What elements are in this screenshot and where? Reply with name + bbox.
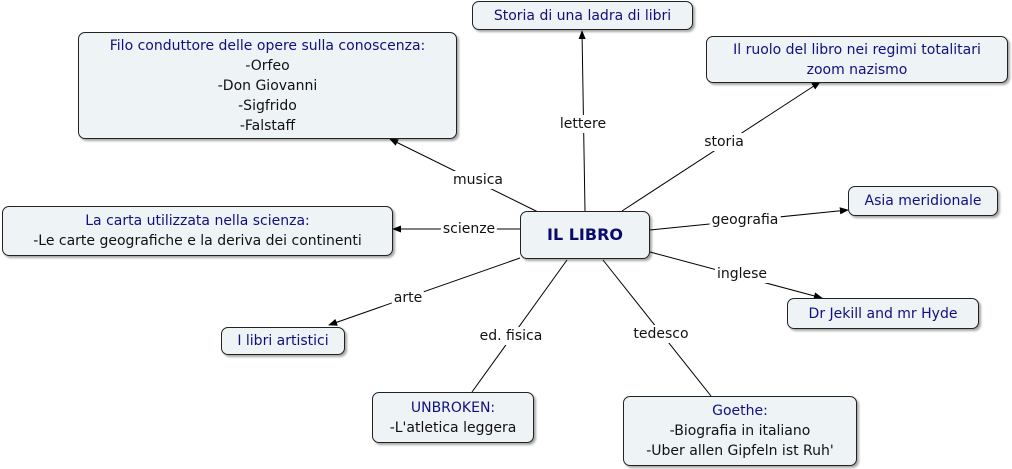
link-label-ed-fisica: ed. fisica [477,327,545,345]
node-filo-conduttore[interactable]: Filo conduttore delle opere sulla conosc… [78,32,457,139]
link-label-musica: musica [451,171,505,189]
node-unbroken[interactable]: UNBROKEN: -L'atletica leggera [372,392,534,443]
node-asia-title: Asia meridionale [864,193,982,209]
node-artistici[interactable]: I libri artistici [221,327,345,355]
link-label-tedesco: tedesco [631,325,691,343]
center-node[interactable]: IL LIBRO [520,211,650,259]
node-carta[interactable]: La carta utilizzata nella scienza: -Le c… [2,206,393,256]
node-filo-line-4: -Falstaff [239,117,296,134]
node-carta-title: La carta utilizzata nella scienza: [85,213,310,229]
link-label-storia: storia [702,133,746,151]
link-label-scienze: scienze [440,220,498,238]
edge-arte [328,257,521,326]
node-regimi-line-2: zoom nazismo [806,61,908,78]
node-jekyll-title: Dr Jekill and mr Hyde [808,305,958,322]
node-artistici-title: I libri artistici [237,333,329,349]
link-label-inglese: inglese [714,265,770,283]
node-unbroken-title: UNBROKEN: [410,399,496,416]
center-node-label: IL LIBRO [547,225,623,244]
node-regimi-line-1: Il ruolo del libro nei regimi totalitari [733,41,981,58]
link-label-arte: arte [391,289,425,307]
node-unbroken-line-1: -L'atletica leggera [389,419,517,436]
node-asia[interactable]: Asia meridionale [848,186,998,216]
node-jekyll[interactable]: Dr Jekill and mr Hyde [787,298,979,329]
edge-ed-fisica [471,259,568,393]
node-storia-ladra-title: Storia di una ladra di libri [493,7,672,24]
node-filo-line-3: -Sigfrido [238,97,297,114]
link-label-lettere: lettere [557,115,609,133]
node-goethe-line-2: -Uber allen Gipfeln ist Ruh' [646,443,834,459]
node-regimi[interactable]: Il ruolo del libro nei regimi totalitari… [706,36,1008,83]
node-filo-line-2: -Don Giovanni [217,77,318,94]
node-goethe-line-1: -Biografia in italiano [669,423,811,439]
node-goethe[interactable]: Goethe: -Biografia in italiano -Uber all… [623,396,857,466]
node-storia-ladra[interactable]: Storia di una ladra di libri [472,1,693,30]
link-label-geografia: geografia [709,211,781,229]
node-goethe-title: Goethe: [712,403,768,419]
node-filo-title: Filo conduttore delle opere sulla conosc… [109,37,426,54]
node-filo-line-1: -Orfeo [245,57,290,74]
node-carta-line-1: -Le carte geografiche e la deriva dei co… [33,233,362,249]
